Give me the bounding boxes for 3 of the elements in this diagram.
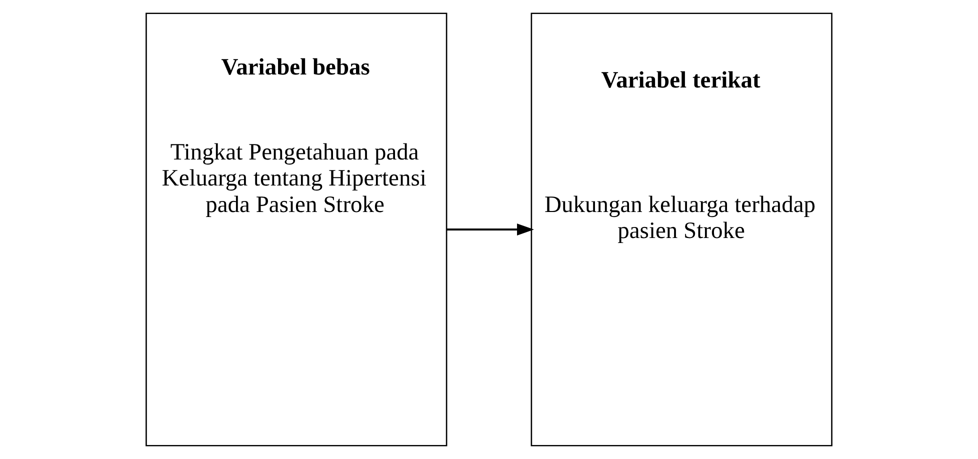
node-box: Variabel terikat Dukungan keluarga terhadap pasien Stroke: [530, 12, 832, 446]
node-box: Variabel bebas Tingkat Pengetahuan pada Keluarga tentang Hipertensi pada Pasien Stroke: [146, 12, 448, 446]
arrow: [446, 224, 534, 236]
